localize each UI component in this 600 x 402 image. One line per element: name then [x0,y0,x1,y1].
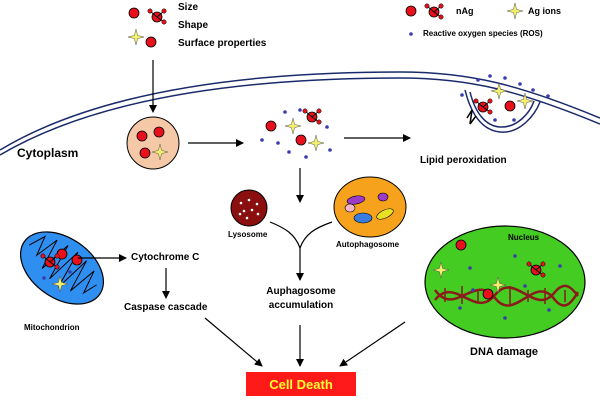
nag-particle-icon [139,147,151,159]
autophagosome-label: Autophagosome [336,240,400,249]
cell-death-box: Cell Death [246,372,356,396]
nag-particle-icon [482,288,494,300]
ros-dot-icon [328,148,332,152]
shape-label: Shape [178,20,209,31]
ros-dot-icon [531,88,535,92]
ros-dot-icon [547,308,551,312]
nag-particle-icon [147,8,167,25]
caspase-cascade-label: Caspase cascade [124,302,208,313]
cell-death-label: Cell Death [269,376,333,392]
ros-dot-icon [503,316,507,320]
lysosome [230,189,268,227]
ros-dot-icon [493,118,497,122]
ros-dot-icon [68,270,72,274]
ros-legend-icon [409,32,413,36]
ag-ion-legend-icon [506,2,524,20]
ag-ions-legend-label: Ag ions [528,6,561,16]
ag-ion-icon [284,117,302,135]
ros-dot-icon [298,108,302,112]
ros-dot-icon [503,76,507,80]
ros-dot-icon [512,118,516,122]
ros-dot-icon [287,150,291,154]
particle-group-top [127,7,167,48]
ros-legend-label: Reactive oxygen species (ROS) [423,29,543,38]
ros-dot-icon [458,306,462,310]
dna-damage-label: DNA damage [470,346,539,358]
nag-particle-icon [455,239,467,251]
surface-properties-label: Surface properties [178,38,267,49]
ag-ion-icon [127,28,145,46]
cell-membrane [0,71,600,156]
ros-dot-icon [468,266,472,270]
mitochondrion [19,231,105,305]
ros-dot-icon [513,254,517,258]
autophagosome-accumulation-line1: Auphagosome [266,286,336,297]
cytoplasm-label: Cytoplasm [17,146,79,160]
ros-dot-icon [518,82,522,86]
ros-dot-icon [476,78,480,82]
nag-particle-icon [153,126,165,138]
nag-legend-icon [405,5,417,17]
arrow-dna-death [339,321,406,367]
ros-dot-icon [488,74,492,78]
nucleus [424,225,586,339]
ag-ion-icon [307,134,325,152]
autophagosome [333,176,407,238]
nag-legend-label: nAg [456,6,474,16]
mitochondrion-label: Mitochondrion [24,323,80,332]
autophagosome-accumulation-line2: accumulation [268,300,334,311]
ros-dot-icon [460,93,464,97]
ros-dot-icon [260,138,264,142]
nucleus-label: Nucleus [508,233,540,242]
nag-particle-icon [128,7,140,19]
ros-dot-icon [304,155,308,159]
ros-dot-icon [523,284,527,288]
ros-dot-icon [471,288,475,292]
ros-dot-icon [276,141,280,145]
vesicle [126,116,180,170]
ros-dot-icon [558,264,562,268]
ros-dot-icon [283,110,287,114]
cytochrome-c-label: Cytochrome C [131,252,200,263]
ros-dot-icon [546,94,550,98]
nag-particle-icon [71,254,83,266]
lysosome-label: Lysosome [228,230,268,239]
fusion-curve [269,221,333,250]
membrane-pit [460,74,550,133]
nag-particle-icon [504,100,516,112]
nag-particle-icon [473,98,493,115]
lipid-peroxidation-label: Lipid peroxidation [420,155,507,166]
nag-particle-icon [265,120,277,132]
ros-dot-icon [42,276,46,280]
nag-particle-icon [145,36,157,48]
arrow-caspase-death [204,317,263,367]
released-particles [260,108,332,159]
nag-particle-icon [295,134,307,146]
size-label: Size [178,2,199,13]
nag-particle-icon [136,130,148,142]
nag-legend-icon [424,3,444,20]
nag-particle-icon [302,108,322,125]
ros-dot-icon [325,125,329,129]
